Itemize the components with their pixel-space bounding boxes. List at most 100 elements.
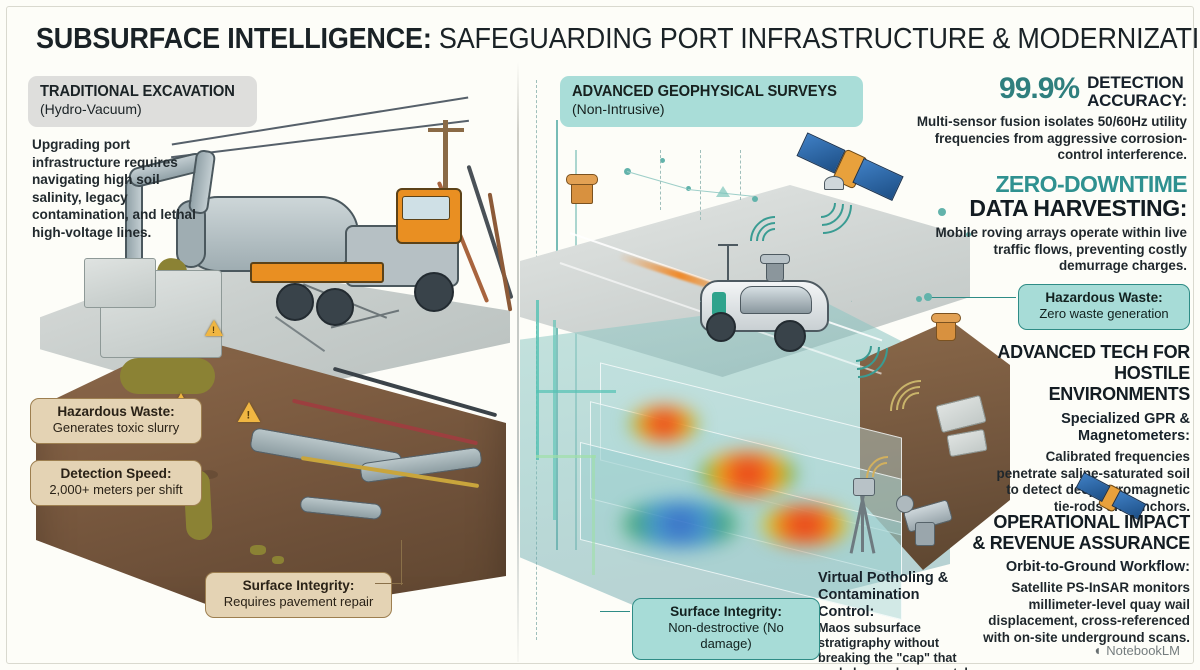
badge-title: Surface Integrity: <box>670 604 782 619</box>
accuracy-head-line1: DETECTION <box>1087 73 1184 92</box>
stat-detection-accuracy: 99.9% DETECTION ACCURACY: Multi-sensor f… <box>915 74 1187 164</box>
note-title-line2: Contamination Control: <box>818 587 920 620</box>
page-title-regular: SAFEGUARDING PORT INFRASTRUCTURE & MODER… <box>431 23 1200 55</box>
tripod-sensor-head <box>853 478 875 496</box>
badge-surface-integrity-left: Surface Integrity: Requires pavement rep… <box>205 572 392 618</box>
leader-line <box>375 583 403 584</box>
soil-texture <box>200 470 218 479</box>
stat-hostile-environments: ADVANCED TECH FOR HOSTILE ENVIRONMENTS S… <box>990 342 1191 515</box>
leader-line <box>600 611 630 612</box>
utility-trace <box>536 455 596 458</box>
magnetometer-handle <box>896 495 914 513</box>
hostile-sub-line1: Specialized GPR & <box>1061 411 1190 427</box>
utility-trace <box>536 390 616 393</box>
warning-triangle-icon <box>205 320 223 336</box>
right-panel-subtitle: (Non-Intrusive) <box>572 101 665 117</box>
leader-line <box>401 540 402 585</box>
badge-value: Generates toxic slurry <box>52 420 180 435</box>
rover-windshield <box>740 286 812 314</box>
left-panel-header-chip: TRADITIONAL EXCAVATION (Hydro-Vacuum) <box>28 76 258 127</box>
rover-wheel <box>774 320 806 352</box>
badge-value: 2,000+ meters per shift <box>49 482 183 497</box>
operational-head-line1: OPERATIONAL IMPACT <box>993 512 1190 532</box>
accuracy-body: Multi-sensor fusion isolates 50/60Hz uti… <box>916 114 1187 162</box>
hostile-head-line2: HOSTILE ENVIRONMENTS <box>1048 363 1191 404</box>
left-panel-subtitle: (Hydro-Vacuum) <box>40 101 142 117</box>
rover-antenna <box>727 246 729 280</box>
badge-hazardous-waste-left: Hazardous Waste: Generates toxic slurry <box>30 398 202 444</box>
note-body: Maos subsurface stratigraphy without bre… <box>818 621 975 670</box>
badge-title: Hazardous Waste: <box>57 404 175 419</box>
utility-pole-crossarm <box>428 128 464 132</box>
utility-vault-box <box>84 258 156 308</box>
badge-detection-speed-left: Detection Speed: 2,000+ meters per shift <box>30 460 202 506</box>
badge-title: Surface Integrity: <box>242 578 355 593</box>
truck-wheel <box>276 283 314 321</box>
stat-operational-impact: OPERATIONAL IMPACT & REVENUE ASSURANCE O… <box>968 512 1190 646</box>
accuracy-head-line2: ACCURACY: <box>1087 91 1187 110</box>
watermark: ◖ NotebookLM <box>1093 642 1180 658</box>
utility-pole <box>443 120 448 230</box>
rover-antenna-crossbar <box>718 244 738 246</box>
downtime-head-teal: ZERO-DOWNTIME <box>995 171 1187 197</box>
network-node <box>916 296 922 302</box>
leader-endpoint-dot <box>924 293 932 301</box>
operational-sub: Orbit-to-Ground Workflow: <box>1005 559 1190 575</box>
bollard-cap <box>931 313 961 323</box>
satellite-solar-panel <box>852 157 904 202</box>
bollard-cap <box>566 174 598 185</box>
downtime-body: Mobile roving arrays operate within live… <box>935 225 1187 273</box>
rover-accent-panel <box>712 292 726 316</box>
right-panel-header-chip: ADVANCED GEOPHYSICAL SURVEYS (Non-Intrus… <box>560 76 863 127</box>
slurry-pool <box>120 358 215 394</box>
rover-sensor-base <box>760 254 790 264</box>
downtime-head-dark: DATA HARVESTING: <box>969 195 1187 221</box>
badge-hazardous-waste-right: Hazardous Waste: Zero waste generation <box>1018 284 1190 330</box>
leader-line <box>928 297 1016 298</box>
slurry-droplet <box>250 545 266 555</box>
schematic-guide <box>740 150 741 200</box>
note-virtual-potholing: Virtual Potholing & Contamination Contro… <box>818 570 978 670</box>
warning-triangle-icon <box>237 402 261 422</box>
badge-value: Zero waste generation <box>1039 306 1169 321</box>
schematic-guide <box>660 150 661 210</box>
utility-trace <box>553 320 556 520</box>
schematic-guide <box>700 150 701 220</box>
badge-title: Hazardous Waste: <box>1045 290 1163 305</box>
heat-anomaly <box>700 452 796 496</box>
magnetometer-base <box>915 522 935 546</box>
network-node <box>660 158 665 163</box>
right-panel-title: ADVANCED GEOPHYSICAL SURVEYS <box>572 83 837 100</box>
tripod-leg <box>861 492 864 552</box>
accuracy-value: 99.9% <box>999 72 1080 105</box>
panel-divider <box>517 62 519 662</box>
satellite-dish <box>824 176 844 190</box>
operational-body: Satellite PS-InSAR monitors millimeter-l… <box>983 580 1190 645</box>
stat-zero-downtime: ZERO-DOWNTIME DATA HARVESTING: Mobile ro… <box>925 172 1187 275</box>
heat-cold-zone <box>620 500 740 548</box>
cab-window <box>402 196 450 220</box>
network-node <box>966 232 971 237</box>
notebooklm-logo-icon: ◖ <box>1092 642 1102 658</box>
network-node <box>686 186 691 191</box>
truck-wheel <box>316 288 354 326</box>
watermark-label: NotebookLM <box>1106 642 1180 658</box>
network-node <box>938 208 946 216</box>
schematic-marker <box>716 186 730 197</box>
badge-value: Non-destroctive (No damage) <box>668 620 784 651</box>
truck-side-panel <box>250 262 384 283</box>
truck-wheel <box>414 272 454 312</box>
hostile-head-line1: ADVANCED TECH FOR <box>997 342 1190 362</box>
slurry-droplet <box>272 556 284 564</box>
page-title: SUBSURFACE INTELLIGENCE: SAFEGUARDING PO… <box>36 22 1200 56</box>
utility-trace <box>536 300 539 460</box>
page-title-bold: SUBSURFACE INTELLIGENCE: <box>36 23 432 55</box>
badge-value: Requires pavement repair <box>223 594 374 609</box>
operational-head-line2: & REVENUE ASSURANCE <box>972 533 1190 553</box>
left-panel-description: Upgrading port infrastructure requires n… <box>32 137 196 240</box>
network-link <box>626 171 687 190</box>
note-title-line1: Virtual Potholing & <box>818 570 949 586</box>
badge-title: Detection Speed: <box>60 466 172 481</box>
hostile-sub-line2: Magnetometers: <box>1078 428 1190 444</box>
